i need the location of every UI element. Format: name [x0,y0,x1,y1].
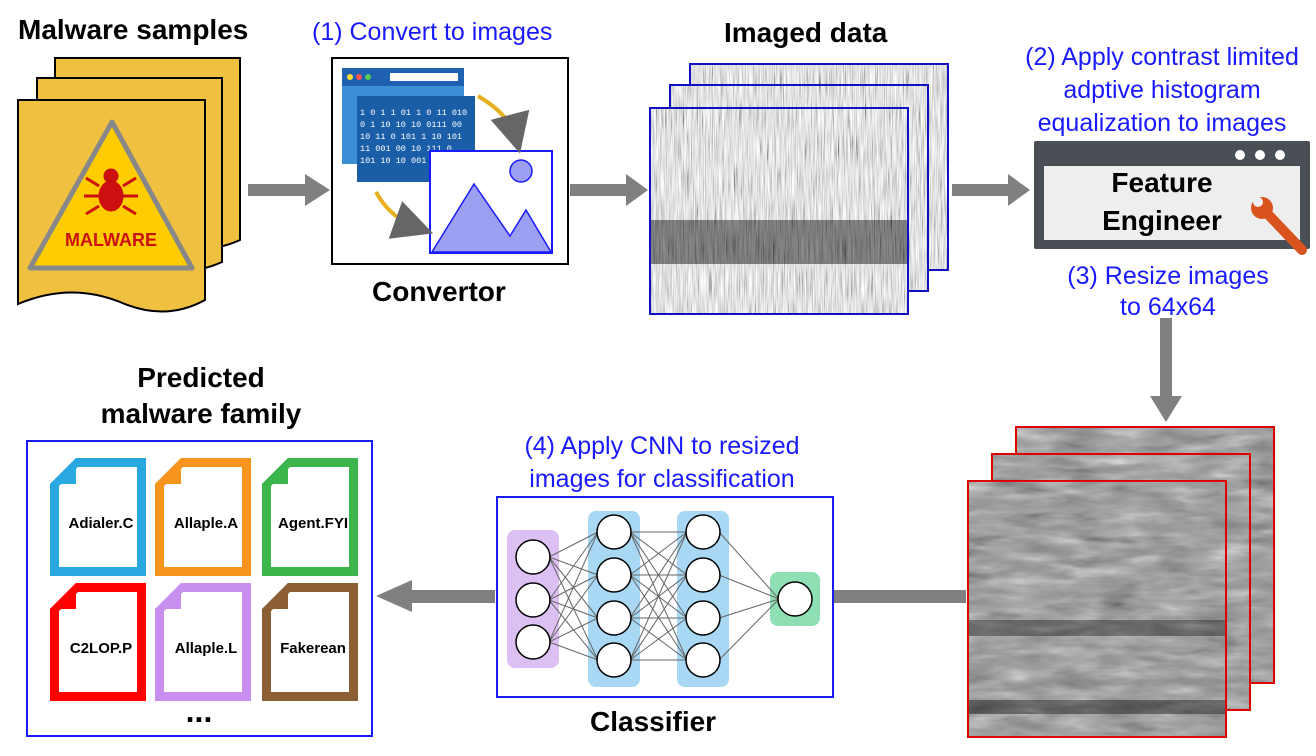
cnn-edge [548,531,599,643]
family-label: Agent.FYI [278,515,348,532]
arrow-convertor-to-imaged [570,174,648,206]
cnn-edge [718,598,780,619]
malware-samples-stack: MALWARE [17,57,241,313]
cnn-edge [629,617,688,661]
classifier-box [496,496,834,698]
arrow-imaged-to-engineer [952,174,1030,206]
cnn-node [596,514,632,550]
cnn-edge [718,531,780,600]
cnn-node [685,514,721,550]
resized-images-stack [967,426,1275,738]
cnn-edge [548,531,599,558]
convertor-box: 1 0 1 1 01 1 0 11 010 0 1 10 10 10 0111 … [331,57,569,265]
cnn-node [777,581,813,617]
cnn-edge [548,641,599,661]
feature-engineer-box: Feature Engineer [1034,141,1310,255]
cnn-node [596,557,632,593]
cnn-connections [548,531,780,661]
cnn-node [685,600,721,636]
cnn-edge [629,574,688,661]
cnn-node [685,642,721,678]
cnn-node [515,624,551,660]
cnn-node [515,582,551,618]
family-label: Allaple.L [175,640,238,657]
cnn-node [515,539,551,575]
cnn-edge [548,617,599,643]
family-file-icon: Agent.FYI [262,458,358,576]
family-file-icon: Allaple.A [155,458,251,576]
convertor-title: Convertor [372,276,506,307]
ellipsis-label: ... [186,693,213,729]
svg-text:Engineer: Engineer [1102,205,1222,236]
arrow-engineer-to-resized [1150,318,1182,422]
classifier-title: Classifier [590,706,717,737]
family-label: Allaple.A [174,515,238,532]
predicted-families-box: Adialer.C Allaple.A Agent.FYI C2LOP.P Allapl… [26,440,373,737]
family-file-icon: Allaple.L [155,583,251,701]
curved-arrow-icon [374,191,434,239]
family-file-icon: Adialer.C [50,458,146,576]
imaged-data-title: Imaged data [724,17,888,48]
cnn-node [596,642,632,678]
curved-arrow-icon [476,94,530,154]
cnn-edge [718,598,780,661]
arrow-resized-to-classifier [832,590,966,603]
wrench-icon [1251,197,1307,255]
family-label: Adialer.C [68,515,133,532]
family-file-icon: Fakerean [262,583,358,701]
bug-icon [84,168,138,216]
cnn-node [596,600,632,636]
cnn-node [685,557,721,593]
family-file-icon: C2LOP.P [50,583,146,701]
cnn-edge [548,531,599,601]
cnn-edge [718,574,780,600]
step1-label: (1) Convert to images [312,18,553,46]
cnn-edge [548,574,599,643]
cnn-edge [629,531,688,661]
arrow-samples-to-convertor [248,174,330,206]
cnn-edge [629,531,688,619]
cnn-edge [629,531,688,576]
feature-engineer-title: Feature [1111,167,1212,198]
arrow-classifier-to-output [376,580,495,612]
imaged-data-stack [649,63,949,315]
malware-samples-title: Malware samples [18,14,249,45]
family-label: C2LOP.P [70,640,132,657]
svg-text:1 0 1 1 01 1 0 11 010 0: 1 0 1 1 01 1 0 11 010 0 1 10 10 10 0111 … [360,108,472,166]
family-label: Fakerean [280,640,346,657]
flow-arrows [248,174,1182,612]
malware-badge: MALWARE [65,230,157,250]
cnn-nodes [515,514,813,678]
